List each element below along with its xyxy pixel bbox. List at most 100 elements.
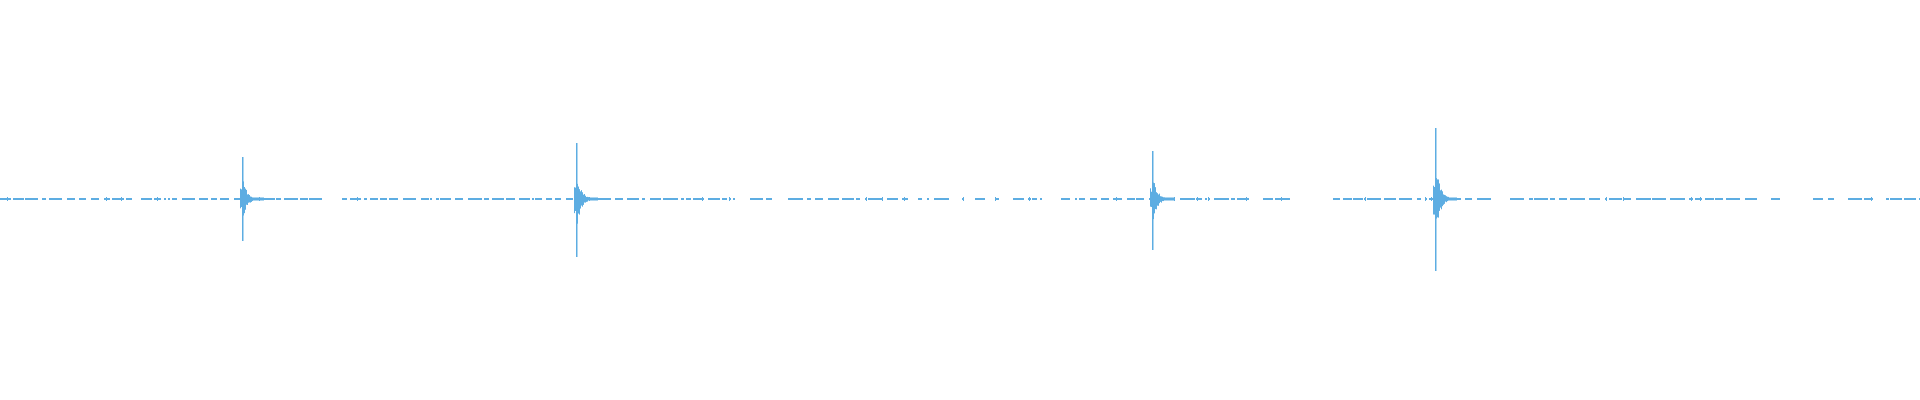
transient-decay bbox=[1168, 197, 1169, 201]
baseline-segment bbox=[436, 198, 439, 200]
transient-decay bbox=[574, 187, 575, 214]
baseline-segment bbox=[1180, 198, 1195, 200]
transient-decay bbox=[588, 197, 589, 201]
baseline-tick bbox=[1606, 197, 1607, 201]
transient-decay bbox=[1441, 189, 1442, 210]
transient-decay bbox=[1433, 185, 1434, 215]
baseline-segment bbox=[13, 198, 24, 200]
transient-decay bbox=[248, 194, 249, 203]
transient-decay bbox=[263, 197, 264, 201]
baseline-segment bbox=[403, 198, 416, 200]
baseline-segment bbox=[79, 198, 86, 200]
baseline-segment bbox=[722, 198, 727, 200]
baseline-segment bbox=[596, 198, 611, 200]
baseline-tick bbox=[995, 197, 996, 201]
baseline-segment bbox=[164, 198, 166, 200]
baseline-segment bbox=[766, 198, 772, 200]
transient-decay bbox=[251, 196, 252, 202]
baseline-tick bbox=[1029, 197, 1030, 201]
transient-decay bbox=[1439, 183, 1440, 211]
baseline-tick bbox=[1197, 197, 1198, 201]
transient-decay bbox=[1167, 197, 1168, 201]
transient-decay bbox=[593, 197, 594, 201]
transient-decay bbox=[241, 189, 242, 208]
transient-decay bbox=[1437, 179, 1438, 218]
baseline-tick bbox=[1208, 197, 1209, 201]
baseline-tick bbox=[1871, 197, 1872, 201]
baseline-segment bbox=[168, 198, 170, 200]
transient-1 bbox=[240, 157, 264, 241]
transient-decay bbox=[1163, 197, 1164, 202]
baseline-tick bbox=[702, 197, 703, 201]
transient-4 bbox=[1433, 128, 1457, 271]
baseline-tick bbox=[1425, 197, 1426, 201]
baseline-segment bbox=[276, 198, 281, 200]
baseline-segment bbox=[1090, 198, 1097, 200]
baseline-segment bbox=[842, 198, 854, 200]
baseline-segment bbox=[693, 198, 704, 200]
transient-decay bbox=[1161, 196, 1162, 203]
transient-decay bbox=[577, 183, 578, 224]
transient-decay bbox=[242, 176, 243, 221]
transient-decay bbox=[1153, 182, 1154, 220]
baseline-segment bbox=[1670, 198, 1685, 200]
baseline-segment bbox=[815, 198, 823, 200]
transient-decay bbox=[584, 194, 585, 203]
baseline-segment bbox=[492, 198, 504, 200]
transient-decay bbox=[576, 179, 577, 225]
baseline-segment bbox=[1570, 198, 1585, 200]
baseline-segment bbox=[1040, 198, 1042, 200]
baseline-segment bbox=[421, 198, 429, 200]
baseline-segment bbox=[650, 198, 661, 200]
transient-decay bbox=[1444, 194, 1445, 204]
baseline-segment bbox=[141, 198, 152, 200]
transient-decay bbox=[1164, 197, 1165, 201]
baseline-tick bbox=[121, 197, 122, 201]
transient-decay bbox=[1450, 197, 1451, 201]
baseline-segment bbox=[220, 198, 229, 200]
baseline-segment bbox=[934, 198, 949, 200]
baseline-segment bbox=[1136, 198, 1144, 200]
transient-decay bbox=[1440, 190, 1441, 208]
baseline-segment bbox=[42, 198, 46, 200]
baseline-segment bbox=[468, 198, 482, 200]
baseline-segment bbox=[1353, 198, 1363, 200]
waveform-baseline bbox=[0, 197, 1920, 201]
baseline-segment bbox=[1113, 198, 1122, 200]
transient-decay bbox=[262, 197, 263, 201]
baseline-tick bbox=[904, 197, 905, 201]
transient-decay bbox=[1443, 194, 1444, 205]
transient-decay bbox=[583, 194, 584, 205]
baseline-segment bbox=[681, 198, 684, 200]
transient-decay bbox=[1150, 188, 1151, 207]
baseline-segment bbox=[828, 198, 839, 200]
baseline-segment bbox=[868, 198, 883, 200]
transient-decay bbox=[579, 189, 580, 215]
baseline-segment bbox=[733, 198, 735, 200]
baseline-tick bbox=[7, 197, 8, 201]
baseline-segment bbox=[172, 198, 177, 200]
baseline-segment bbox=[1550, 198, 1555, 200]
transient-decay bbox=[246, 189, 247, 205]
baseline-segment bbox=[234, 198, 244, 200]
baseline-tick bbox=[1174, 197, 1175, 201]
baseline-segment bbox=[642, 198, 645, 200]
baseline-segment bbox=[1343, 198, 1352, 200]
baseline-tick bbox=[1365, 197, 1366, 201]
baseline-segment bbox=[1589, 198, 1600, 200]
baseline-segment bbox=[1465, 198, 1472, 200]
baseline-segment bbox=[112, 198, 124, 200]
transient-decay bbox=[578, 186, 579, 214]
baseline-segment bbox=[1652, 198, 1666, 200]
baseline-segment bbox=[25, 198, 38, 200]
baseline-segment bbox=[389, 198, 398, 200]
transient-decay bbox=[259, 197, 260, 201]
baseline-segment bbox=[686, 198, 691, 200]
baseline-segment bbox=[887, 198, 898, 200]
transient-decay bbox=[1442, 191, 1443, 207]
baseline-segment bbox=[370, 198, 378, 200]
baseline-tick bbox=[157, 197, 158, 201]
baseline-segment bbox=[1127, 198, 1135, 200]
baseline-segment bbox=[199, 198, 208, 200]
